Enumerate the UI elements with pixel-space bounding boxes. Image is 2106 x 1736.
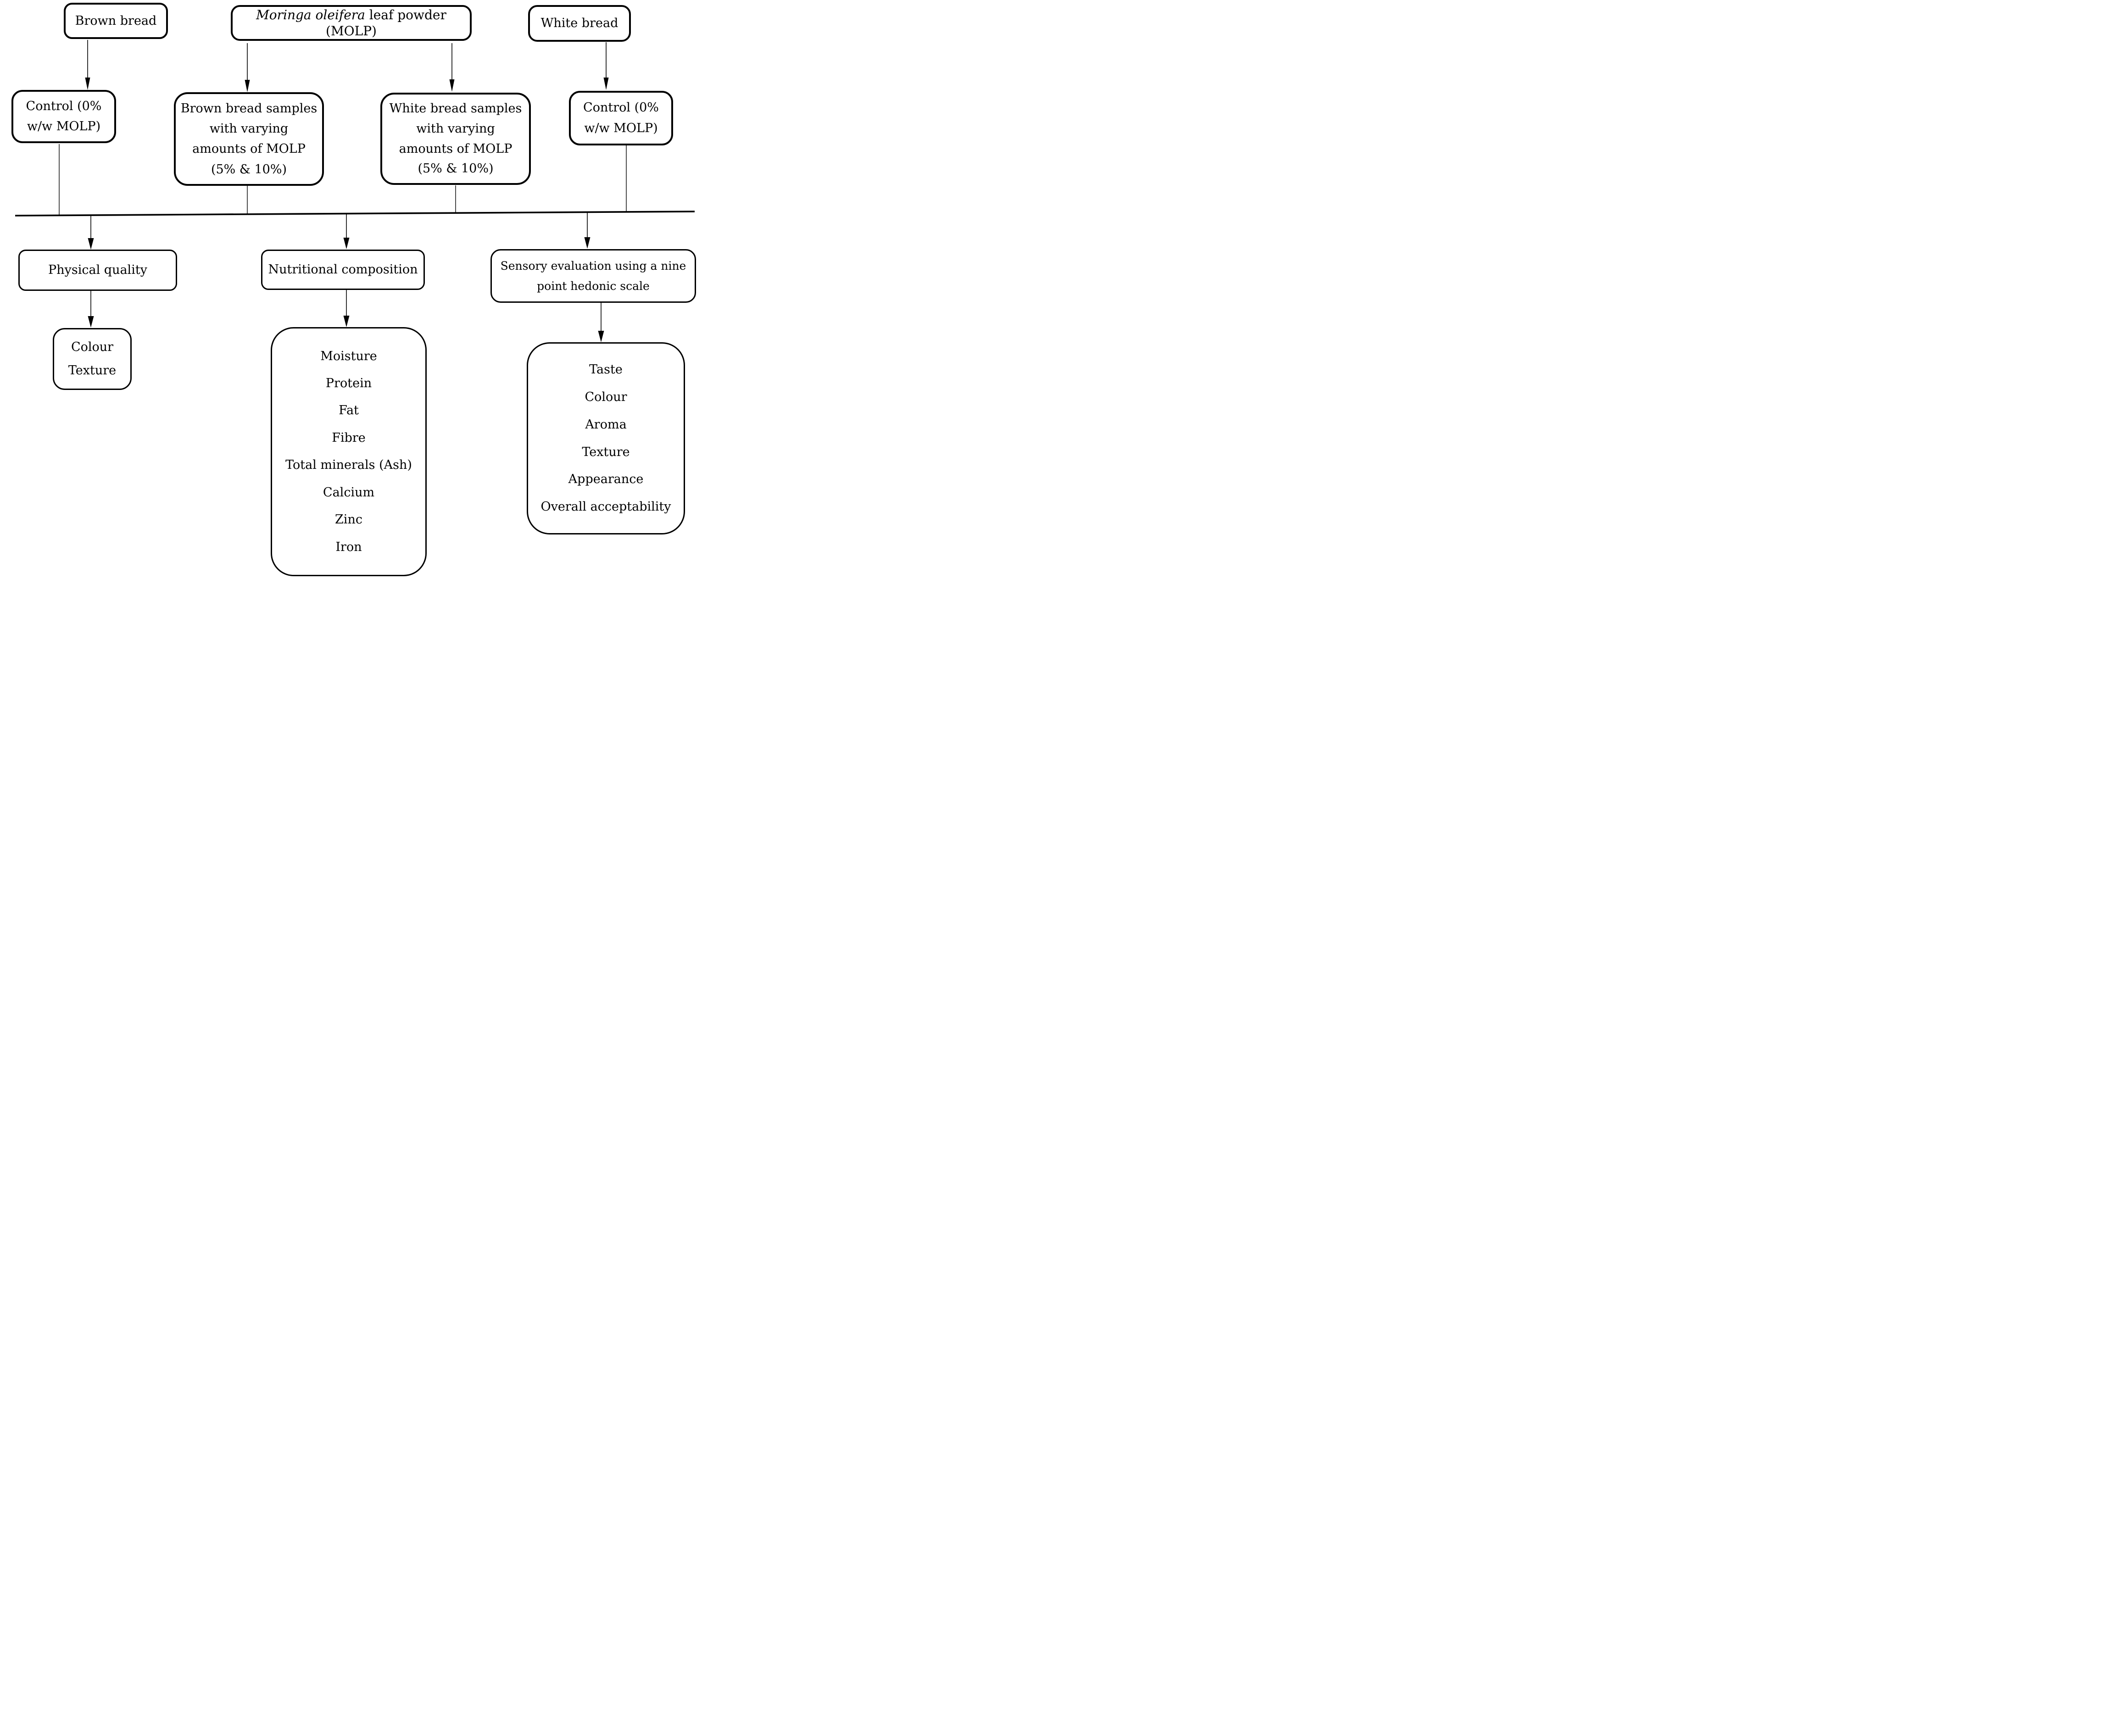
collector-line [15, 211, 695, 217]
text-line: (5% & 10%) [211, 162, 287, 177]
arrow-molp-to-brownsamples [245, 43, 250, 92]
node-brown-bread-samples: Brown bread samples with varying amounts o… [174, 92, 324, 186]
text-line: Aroma [585, 417, 627, 432]
text-line: Texture [582, 445, 630, 459]
node-label-rest: leaf powder (MOLP) [326, 7, 446, 39]
node-brown-bread: Brown bread [64, 3, 168, 39]
text-line: Iron [335, 540, 362, 554]
text-line: w/w MOLP) [27, 119, 101, 134]
text-line: with varying [416, 121, 495, 136]
node-label: White bread [540, 16, 618, 31]
node-physical-quality: Physical quality [18, 250, 177, 291]
text-line: Brown bread samples [180, 101, 318, 116]
text-line: Moisture [320, 349, 377, 363]
node-control-brown: Control (0% w/w MOLP) [11, 90, 116, 143]
text-line: Fat [339, 403, 359, 418]
node-white-bread-samples: White bread samples with varying amounts o… [380, 93, 531, 185]
text-line: Fibre [332, 430, 366, 445]
flowchart-canvas: Brown bread Moringa oleifera leaf powder… [0, 0, 702, 579]
text-line: Total minerals (Ash) [285, 458, 412, 473]
text-line: with varying [209, 121, 289, 136]
text-line: Colour [585, 389, 627, 404]
text-line: Colour [71, 339, 114, 354]
text-line: (5% & 10%) [418, 161, 494, 176]
text-line: Control (0% [26, 99, 102, 113]
arrow-physical-to-attributes [88, 291, 94, 328]
arrow-nutritional-to-attributes [343, 290, 350, 327]
species-name: Moringa oleifera [256, 7, 365, 22]
text-line: amounts of MOLP [192, 142, 306, 156]
node-control-white: Control (0% w/w MOLP) [569, 91, 673, 145]
text-line: w/w MOLP) [584, 121, 658, 136]
text-line: Texture [68, 363, 117, 378]
text-line: Appearance [568, 472, 644, 487]
node-label: Physical quality [48, 263, 147, 278]
text-line: Protein [325, 376, 372, 391]
text-line: White bread samples [389, 101, 522, 116]
text-line: Control (0% [583, 100, 659, 115]
node-nutritional-composition: Nutritional composition [261, 250, 425, 290]
arrow-brownbread-to-controlleft [85, 40, 90, 90]
arrow-sensory-to-attributes [598, 303, 604, 342]
node-label: Nutritional composition [268, 262, 418, 277]
connector-lines [15, 40, 695, 342]
node-label: Moringa oleifera leaf powder (MOLP) [237, 7, 465, 39]
text-line: Taste [589, 362, 623, 377]
arrow-molp-to-whitesamples [449, 43, 455, 92]
text-line: Overall acceptability [540, 500, 671, 514]
text-line: Sensory evaluation using a nine [500, 259, 686, 273]
node-label: Brown bread [75, 13, 157, 28]
node-white-bread: White bread [528, 5, 631, 42]
text-line: Zinc [335, 512, 362, 527]
text-line: amounts of MOLP [399, 141, 513, 156]
arrow-collector-to-sensory [584, 212, 591, 249]
node-sensory-evaluation: Sensory evaluation using a nine point hed… [490, 249, 696, 303]
arrow-collector-to-physical [88, 215, 94, 250]
arrow-collector-to-nutritional [343, 214, 350, 249]
text-line: Calcium [323, 485, 375, 500]
text-line: point hedonic scale [537, 279, 650, 293]
arrow-whitebread-to-controlright [603, 42, 609, 90]
node-molp: Moringa oleifera leaf powder (MOLP) [231, 5, 472, 41]
